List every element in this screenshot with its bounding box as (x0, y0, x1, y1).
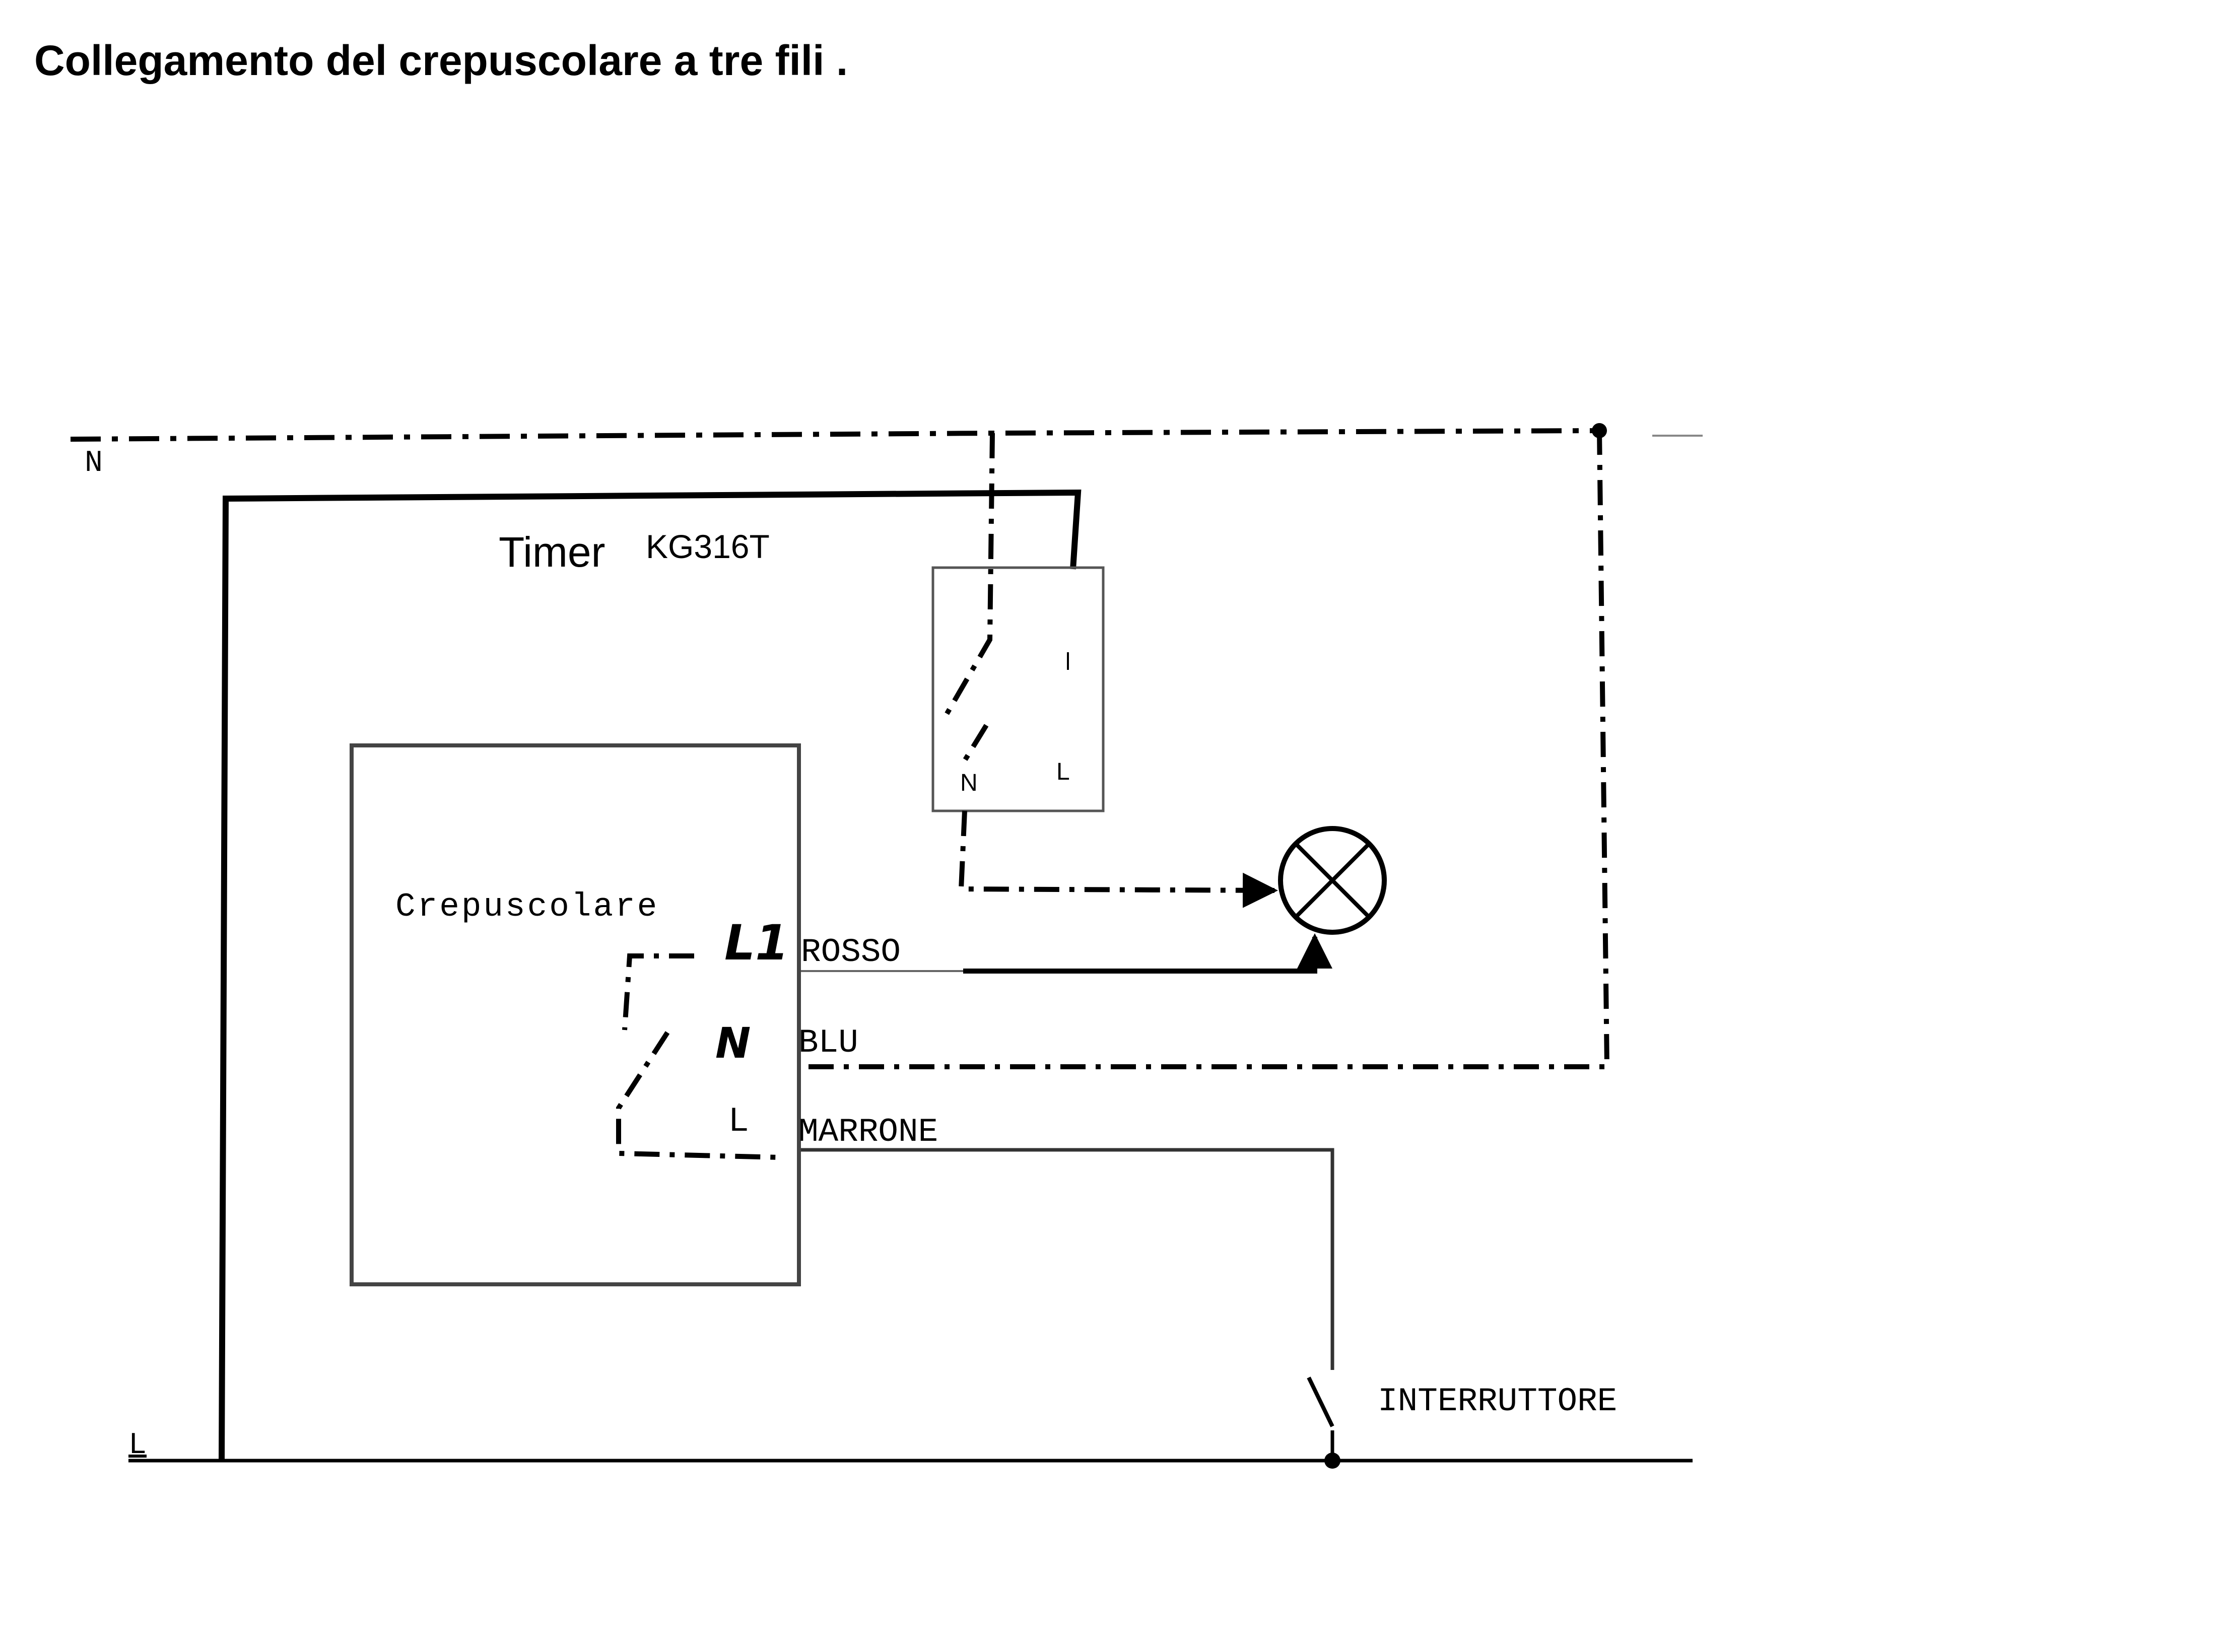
brown-wire-to-switch (801, 1148, 1334, 1370)
crepuscolare-terminal-n: N (715, 1018, 751, 1068)
crepuscolare-internal-relay (616, 953, 781, 1160)
switch-icon (1307, 1376, 1340, 1469)
live-feed-wire (219, 489, 1082, 1461)
neutral-bus-line (70, 428, 1600, 442)
timer-label: Timer (499, 528, 605, 576)
live-bus-label: L (128, 1428, 147, 1463)
red-wire-label: ROSSO (801, 933, 901, 971)
neutral-bus-label: N (85, 446, 103, 480)
timer-terminal-n: N (960, 770, 978, 796)
switch-label: INTERRUTTORE (1378, 1383, 1617, 1420)
brown-wire-label: MARRONE (798, 1113, 938, 1151)
red-wire-to-lamp (963, 933, 1332, 974)
crepuscolare-terminal-l: L (729, 1100, 748, 1138)
timer-box (931, 566, 1105, 812)
timer-internal-switch (944, 433, 995, 762)
timer-terminal-l: L (1056, 759, 1070, 785)
crepuscolare-label: Crepuscolare (395, 888, 659, 926)
blue-wire-label: BLU (798, 1024, 858, 1062)
timer-to-lamp-wire (958, 810, 1278, 908)
lamp-icon (1278, 826, 1387, 935)
page-title: Collegamento del crepuscolare a tre fili… (34, 37, 848, 84)
crepuscolare-terminal-l1: L1 (724, 915, 789, 971)
crepuscolare-box (350, 743, 801, 1286)
timer-model-label: KG316T (646, 528, 770, 565)
blue-wire-to-neutral (809, 430, 1610, 1069)
